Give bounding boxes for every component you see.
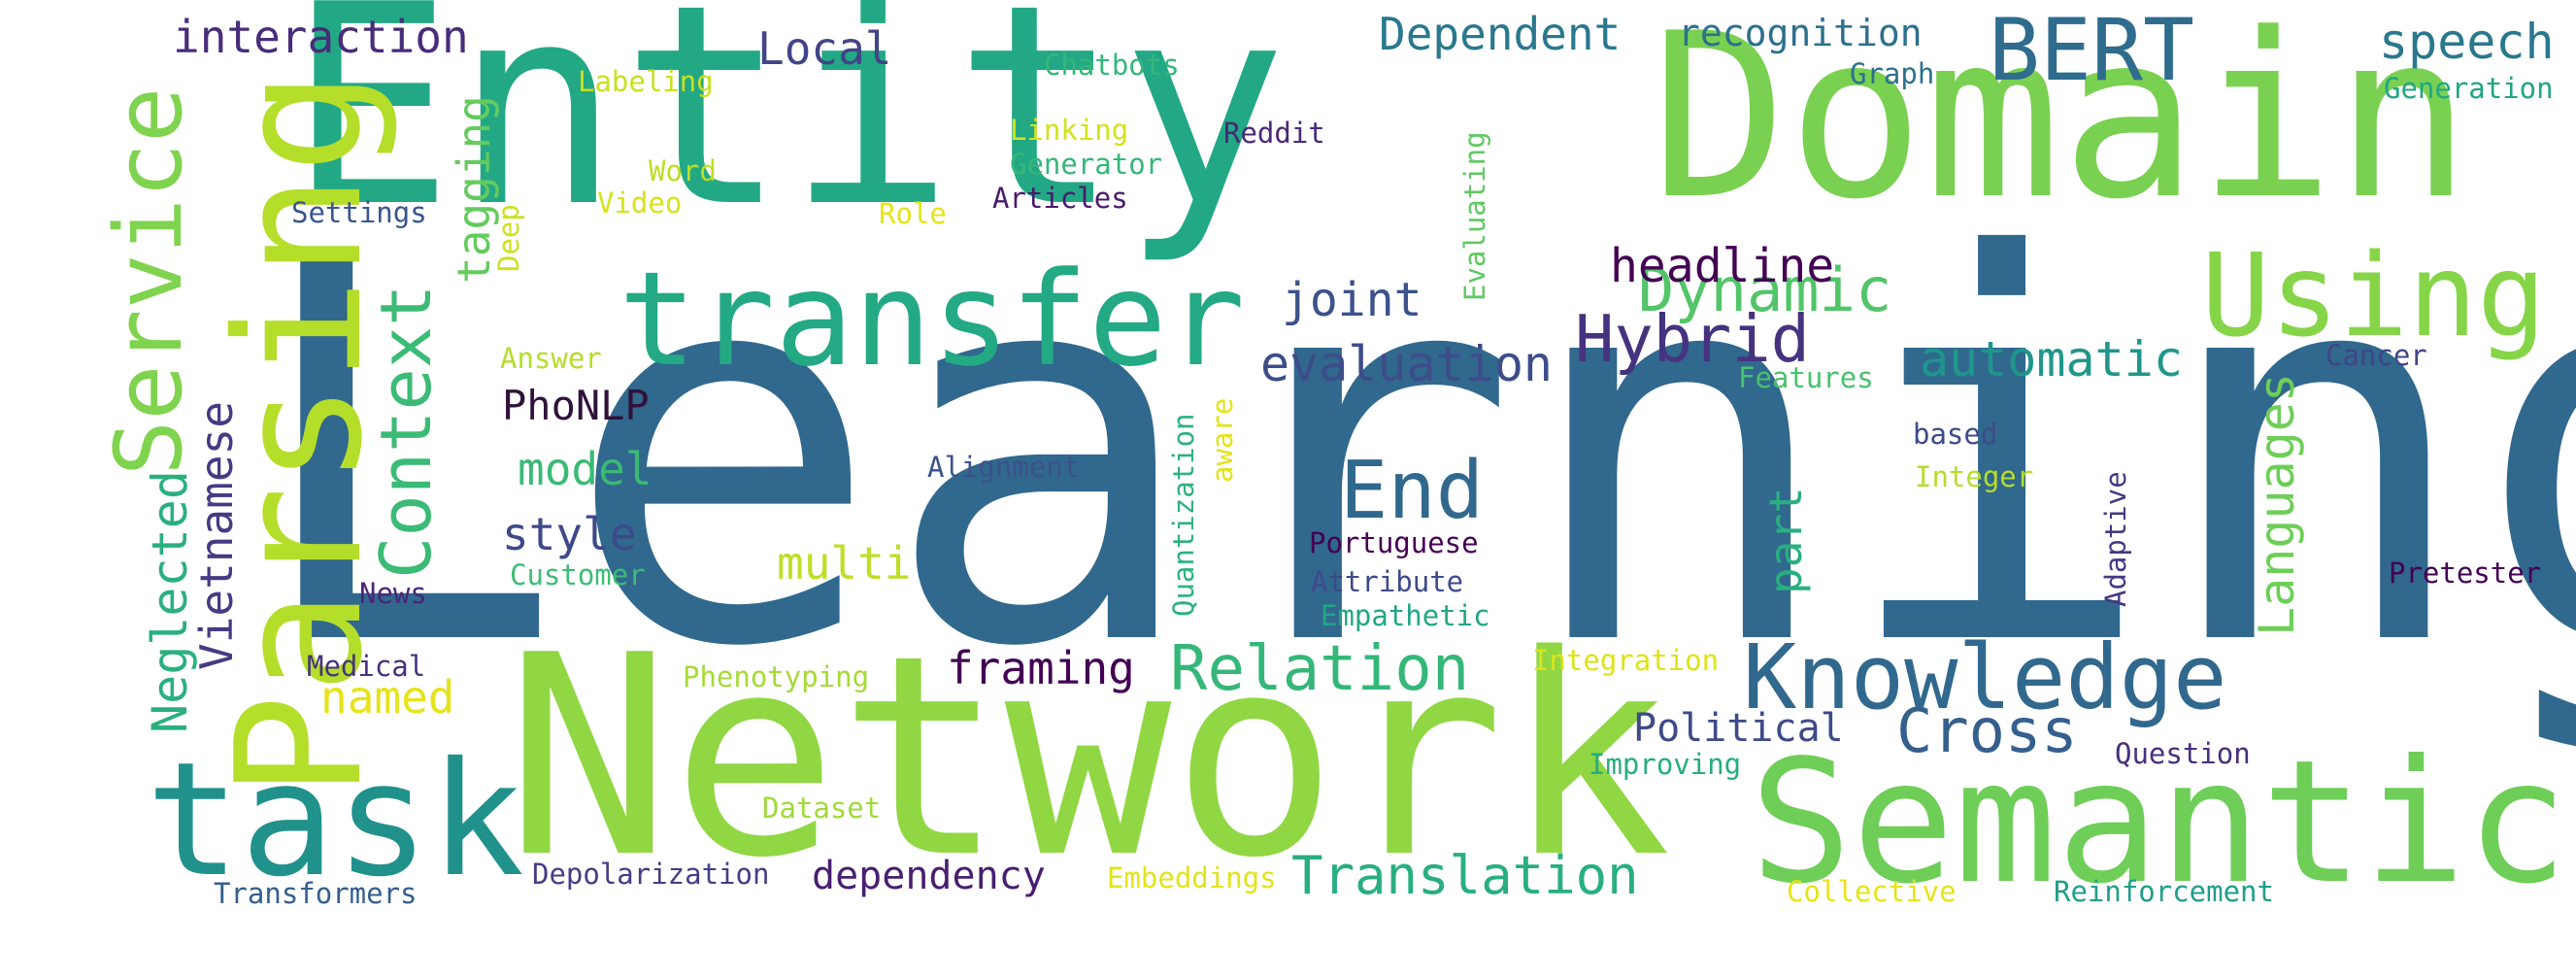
word-reinforcement: Reinforcement (2054, 875, 2274, 908)
word-transformers: Transformers (214, 877, 418, 910)
word-phenotyping: Phenotyping (683, 660, 870, 693)
word-bert: BERT (1989, 0, 2194, 100)
word-domain: Domain (1651, 0, 2472, 250)
word-neglected: Neglected (142, 470, 198, 733)
word-part: part (1759, 487, 1812, 594)
word-features: Features (1738, 361, 1874, 394)
word-task: task (146, 729, 525, 912)
word-phonlp: PhoNLP (502, 382, 650, 429)
word-portuguese: Portuguese (1309, 526, 1479, 559)
word-vietnamese: Vietnamese (190, 401, 243, 670)
word-articles: Articles (992, 182, 1128, 215)
word-alignment: Alignment (927, 451, 1081, 484)
word-based: based (1913, 418, 1998, 451)
word-customer: Customer (510, 558, 646, 591)
word-reddit: Reddit (1223, 117, 1325, 150)
word-knowledge: Knowledge (1743, 625, 2227, 729)
word-cross: Cross (1896, 695, 2078, 766)
word-automatic: automatic (1920, 331, 2183, 388)
word-quantization: Quantization (1167, 413, 1200, 617)
word-tagging: tagging (448, 95, 500, 284)
word-graph: Graph (1850, 57, 1935, 90)
word-deep: Deep (492, 204, 525, 272)
word-named: named (320, 671, 455, 724)
word-interaction: interaction (173, 11, 469, 63)
word-translation: Translation (1291, 845, 1639, 906)
word-medical: Medical (307, 650, 426, 683)
word-recognition: recognition (1678, 12, 1923, 54)
word-labeling: Labeling (578, 65, 714, 98)
word-semantic: Semantic (1750, 725, 2568, 922)
word-chatbots: Chatbots (1044, 49, 1180, 82)
word-learning: Learning (245, 146, 2576, 762)
word-word: Word (649, 154, 717, 187)
word-network: Network (505, 596, 1672, 919)
word-attribute: Attribute (1311, 565, 1464, 598)
word-transfer: transfer (619, 244, 1246, 395)
word-entity: Entity (287, 0, 1288, 268)
word-evaluating: Evaluating (1458, 131, 1491, 301)
word-dataset: Dataset (762, 792, 882, 825)
word-political: Political (1633, 706, 1844, 751)
word-headline: headline (1610, 239, 1835, 293)
word-model: model (518, 443, 652, 495)
word-integer: Integer (1915, 460, 2034, 493)
word-role: Role (879, 197, 947, 230)
word-aware: aware (1206, 397, 1239, 483)
word-style: style (502, 508, 637, 560)
word-framing: framing (947, 642, 1135, 694)
word-cancer: Cancer (2325, 339, 2427, 372)
word-using: Using (2201, 228, 2547, 362)
word-dependent: Dependent (1379, 8, 1622, 60)
word-local: Local (757, 22, 892, 75)
word-hybrid: Hybrid (1575, 301, 1811, 377)
word-joint: joint (1282, 273, 1422, 327)
word-speech: speech (2379, 14, 2555, 70)
word-multi: multi (777, 537, 912, 590)
word-service: Service (96, 86, 203, 476)
word-dynamic: Dynamic (1638, 254, 1892, 325)
word-adaptive: Adaptive (2099, 471, 2132, 607)
word-improving: Improving (1589, 748, 1742, 781)
word-news: News (359, 577, 427, 610)
word-relation: Relation (1170, 633, 1470, 705)
word-integration: Integration (1532, 644, 1720, 677)
word-pretester: Pretester (2389, 556, 2542, 590)
word-generator: Generator (1010, 148, 1163, 181)
word-empathetic: Empathetic (1321, 599, 1490, 632)
word-languages: Languages (2249, 373, 2305, 636)
word-generation: Generation (2384, 72, 2554, 105)
word-collective: Collective (1787, 875, 1957, 908)
word-answer: Answer (500, 342, 602, 375)
word-linking: Linking (1010, 114, 1129, 147)
word-question: Question (2115, 737, 2251, 770)
word-context: Context (365, 284, 447, 579)
word-dependency: dependency (812, 854, 1046, 898)
word-depolarization: Depolarization (532, 858, 770, 891)
word-end: End (1340, 445, 1485, 537)
word-embeddings: Embeddings (1107, 861, 1277, 894)
word-video: Video (597, 186, 683, 219)
word-settings: Settings (291, 196, 427, 229)
word-evaluation: evaluation (1260, 336, 1554, 392)
